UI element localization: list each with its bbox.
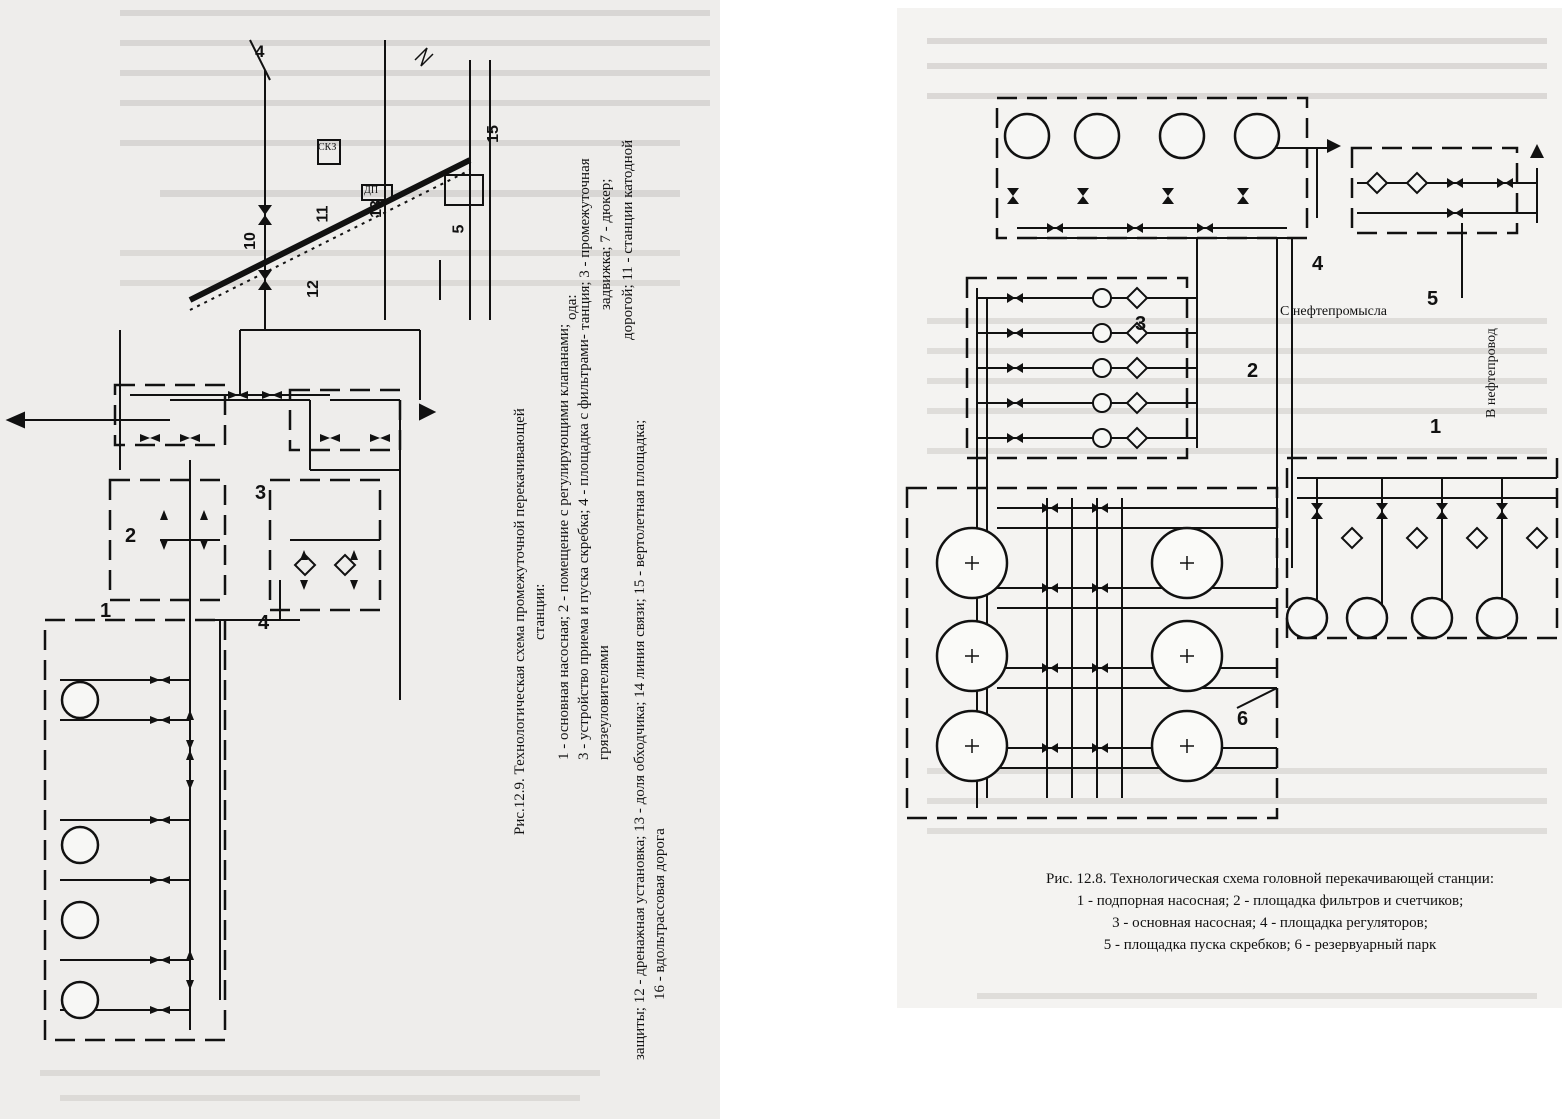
legend-top-line-4: дорогой; 11 - станции катодной bbox=[620, 139, 636, 340]
station-zones bbox=[905, 96, 1559, 820]
map-label-15: 15 bbox=[484, 125, 502, 143]
station-zones bbox=[43, 383, 402, 1042]
map-label-10: 10 bbox=[241, 232, 259, 250]
tank-cross-marks bbox=[965, 556, 1194, 753]
caption-fig-12-9-title: Рис.12.9. Технологическая схема промежут… bbox=[512, 408, 528, 835]
valve-icons bbox=[1007, 178, 1513, 753]
label-2: 2 bbox=[1247, 360, 1259, 382]
right-schematic bbox=[905, 38, 1559, 999]
inlet-label: С нефтепромысла bbox=[1280, 304, 1388, 319]
route-map-valves bbox=[258, 205, 272, 290]
label-3: 3 bbox=[255, 482, 267, 504]
legend-bottom-line-1: защиты; 12 - дренажная установка; 13 - д… bbox=[632, 419, 648, 1060]
outlet-label: В нефтепровод bbox=[1484, 328, 1499, 418]
valve-icons bbox=[140, 391, 390, 1014]
map-label-4: 4 bbox=[255, 42, 265, 61]
tank-icons bbox=[935, 526, 1224, 783]
legend-line-1: 1 - основная насосная; 2 - помещение с р… bbox=[556, 323, 572, 760]
label-2: 2 bbox=[125, 525, 137, 547]
caption-fig-12-9-title-2: станции: bbox=[532, 583, 548, 640]
map-label-13: 13 bbox=[367, 200, 385, 218]
map-label-5: 5 bbox=[450, 224, 468, 234]
label-4: 4 bbox=[258, 612, 270, 634]
filter-icons bbox=[293, 553, 357, 577]
map-label-11: 11 bbox=[314, 205, 332, 223]
caption-line-3: 3 - основная насосная; 4 - площадка регу… bbox=[1112, 915, 1428, 931]
left-schematic bbox=[5, 10, 710, 1101]
booster-pump-icons bbox=[1003, 112, 1281, 160]
caption-fig-12-8: Рис. 12.8. Технологическая схема головно… bbox=[1010, 868, 1530, 956]
label-1: 1 bbox=[1430, 416, 1442, 438]
filter-meter-icons bbox=[1092, 171, 1549, 550]
flow-arrows bbox=[1327, 139, 1544, 158]
label-1: 1 bbox=[100, 600, 112, 622]
caption-line-1: Рис. 12.8. Технологическая схема головно… bbox=[1045, 871, 1494, 887]
map-label-12: 12 bbox=[304, 280, 322, 298]
legend-line-2: 3 - устройство приема и пуска скребка; 4… bbox=[576, 334, 592, 760]
legend-line-3: грязеуловителями bbox=[596, 645, 612, 760]
route-map bbox=[188, 39, 491, 330]
right-page: 3 2 4 5 1 6 С нефтепромысла В нефтепрово… bbox=[897, 8, 1562, 1008]
station-piping bbox=[976, 147, 1557, 808]
left-page: Рис.12.9. Технологическая схема промежут… bbox=[0, 0, 720, 1119]
legend-top-line-2: танция; 3 - промежуточная bbox=[577, 158, 593, 330]
caption-line-2: 1 - подпорная насосная; 2 - площадка фил… bbox=[1076, 893, 1464, 909]
label-3: 3 bbox=[1135, 313, 1147, 335]
legend-top-line-3: задвижка; 7 - дюкер; bbox=[598, 178, 614, 310]
label-6: 6 bbox=[1237, 708, 1249, 730]
caption-line-4: 5 - площадка пуска скребков; 6 - резерву… bbox=[1103, 937, 1437, 953]
show-through-text bbox=[927, 38, 1547, 999]
main-pump-icons bbox=[1285, 596, 1519, 640]
legend-bottom-line-2: 16 - вдольтрассовая дорога bbox=[652, 828, 668, 1000]
pump-icons bbox=[60, 680, 100, 1020]
map-label-skz: СКЗ bbox=[318, 142, 337, 153]
label-5: 5 bbox=[1427, 288, 1439, 310]
show-through-text bbox=[40, 10, 710, 1101]
map-label-dp: ДП bbox=[364, 185, 379, 196]
label-4: 4 bbox=[1312, 253, 1324, 275]
flow-arrows bbox=[5, 403, 437, 429]
